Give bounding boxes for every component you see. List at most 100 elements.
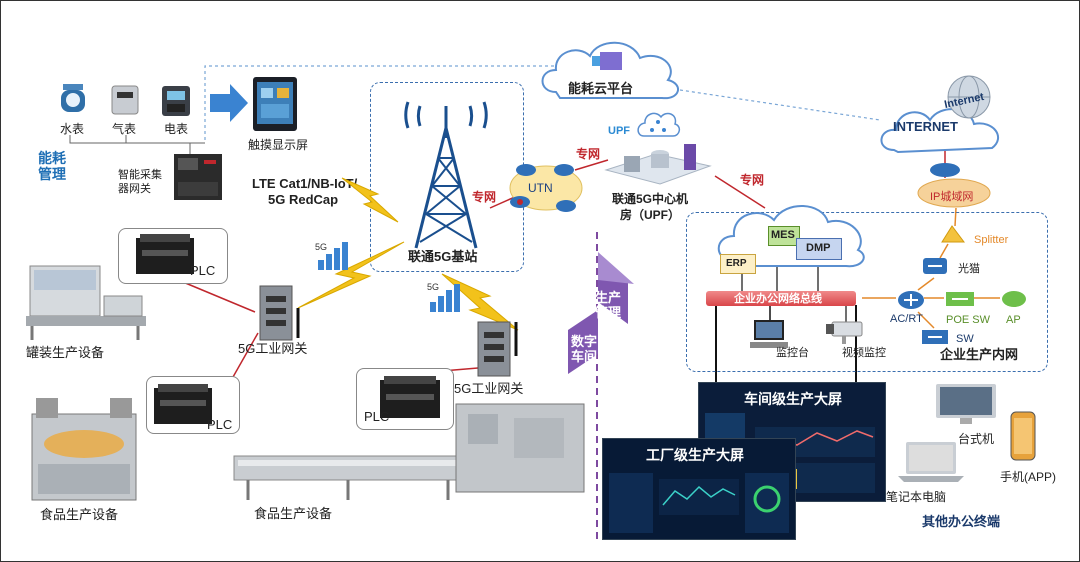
access-point-icon — [1002, 291, 1026, 307]
acrt-router-icon — [898, 291, 924, 309]
electric-meter-icon — [160, 84, 192, 118]
erp-label: ERP — [726, 258, 747, 269]
canning-machine-icon — [26, 265, 146, 340]
plc-label-1: PLC — [190, 263, 216, 278]
upf-enterprise-link — [714, 175, 766, 209]
acrt-label: AC/RT — [890, 313, 923, 325]
gas-meter-label: 气表 — [112, 122, 137, 136]
plc1-gateway-link — [182, 281, 256, 313]
datacenter-label-line1: 联通5G中心机 — [612, 192, 689, 206]
cloud-internet-dashed-link — [679, 89, 881, 121]
plc2-gateway-link — [232, 332, 259, 378]
erp-box — [720, 254, 756, 274]
modem-icon — [923, 258, 947, 274]
enterprise-net-label: 企业生产内网 — [940, 347, 1019, 362]
wireless-bolt-icon — [441, 273, 519, 331]
cell-tower-icon — [404, 101, 488, 249]
splitter-to-modem-arrow — [939, 243, 949, 259]
office-bus — [706, 291, 856, 306]
splitter-label: Splitter — [974, 234, 1009, 246]
gateway-label-2: 5G工业网关 — [454, 381, 524, 396]
mes-box — [768, 226, 800, 246]
modem-to-acrt-arrow — [917, 277, 935, 291]
signal-bars-icon — [318, 242, 348, 270]
private-network-label-1: 专网 — [472, 190, 497, 204]
desktop-icon — [936, 384, 996, 424]
plc-device-icon — [380, 376, 440, 418]
sw-switch-icon — [922, 330, 948, 344]
dmp-box — [796, 238, 842, 260]
plc-device-icon — [136, 234, 194, 274]
double-arrow-icon — [568, 252, 634, 374]
sw-to-acrt-arrow — [917, 311, 935, 329]
energy-dashed-link — [204, 65, 560, 140]
industrial-gateway-icon — [477, 321, 518, 377]
gas-meter-icon — [110, 82, 140, 118]
terminals-title: 其他办公终端 — [922, 514, 1001, 529]
upf-label: UPF — [608, 125, 630, 137]
collector-gateway-icon — [168, 152, 228, 202]
energy-cloud-icon — [541, 41, 679, 100]
internet-label: INTERNET — [893, 119, 958, 134]
wireless-bolt-icon — [341, 177, 399, 223]
canning-equipment-label: 罐装生产设备 — [26, 345, 105, 360]
utn-cloud-icon — [509, 164, 583, 212]
upf-cloud-icon — [637, 112, 681, 137]
mes-label: MES — [771, 229, 795, 241]
food-production-line-icon — [233, 403, 585, 500]
dashboard-graphics — [609, 473, 789, 533]
modem-label: 光猫 — [958, 263, 980, 275]
production-mgmt-label: 生产管理 — [594, 290, 621, 320]
poe-switch-icon — [946, 292, 974, 306]
laptop-label: 笔记本电脑 — [886, 490, 947, 504]
signal-label-1: 5G — [315, 242, 328, 252]
poe-switch-label: POE SW — [946, 314, 991, 326]
ipmetro-to-splitter-arrow — [954, 207, 957, 227]
utn-label: UTN — [528, 181, 553, 195]
splitter-icon — [941, 225, 965, 243]
industrial-gateway-icon — [259, 285, 300, 341]
factory-screen — [602, 438, 796, 540]
utn-upf-link — [574, 159, 609, 171]
digital-workshop-label: 数字车间 — [570, 334, 597, 364]
dmp-label: DMP — [806, 242, 831, 254]
food-equipment-label-2: 食品生产设备 — [254, 506, 333, 521]
monitor-desk-label: 监控台 — [776, 347, 809, 359]
datacenter-icon — [604, 144, 712, 185]
plc-device-icon — [154, 384, 212, 424]
datacenter-label-line2: 房（UPF） — [620, 208, 681, 222]
food-machine-icon — [31, 398, 137, 501]
station-utn-link — [489, 195, 518, 209]
private-network-label-2: 专网 — [576, 147, 601, 161]
factory-screen-title: 工厂级生产大屏 — [646, 447, 744, 463]
monitor-desk-icon — [750, 320, 788, 348]
desktop-label: 台式机 — [958, 432, 995, 446]
phone-label: 手机(APP) — [1000, 470, 1057, 484]
lte-label-line1: LTE Cat1/NB-IoT/ — [252, 176, 358, 191]
energy-management-title: 能耗管理 — [38, 150, 66, 182]
touchscreen-icon — [252, 76, 298, 132]
ip-metro-label: IP城域网 — [930, 191, 974, 203]
ip-metro-cloud-icon — [917, 178, 991, 208]
internet-cloud-icon — [880, 108, 999, 154]
meters-bracket — [69, 135, 205, 144]
plc-label-3: PLC — [364, 409, 390, 424]
plc-label-2: PLC — [207, 417, 233, 432]
enterprise-net-zone — [686, 212, 1048, 372]
phone-icon — [1010, 411, 1036, 461]
signal-bars-icon — [430, 284, 460, 312]
energy-cloud-label: 能耗云平台 — [568, 81, 634, 96]
water-meter-label: 水表 — [60, 122, 85, 136]
laptop-icon — [898, 442, 964, 482]
collector-gateway-label: 智能采集器网关 — [118, 169, 162, 195]
food-equipment-label-1: 食品生产设备 — [40, 507, 119, 522]
sw-label: SW — [956, 333, 974, 345]
arrow-right-icon — [210, 84, 248, 122]
access-point-label: AP — [1006, 314, 1021, 326]
office-bus-label: 企业办公网络总线 — [734, 293, 822, 305]
water-meter-icon — [58, 80, 88, 118]
private-network-label-3: 专网 — [740, 173, 765, 187]
lte-label-line2: 5G RedCap — [268, 192, 339, 207]
camera-icon — [826, 321, 863, 344]
